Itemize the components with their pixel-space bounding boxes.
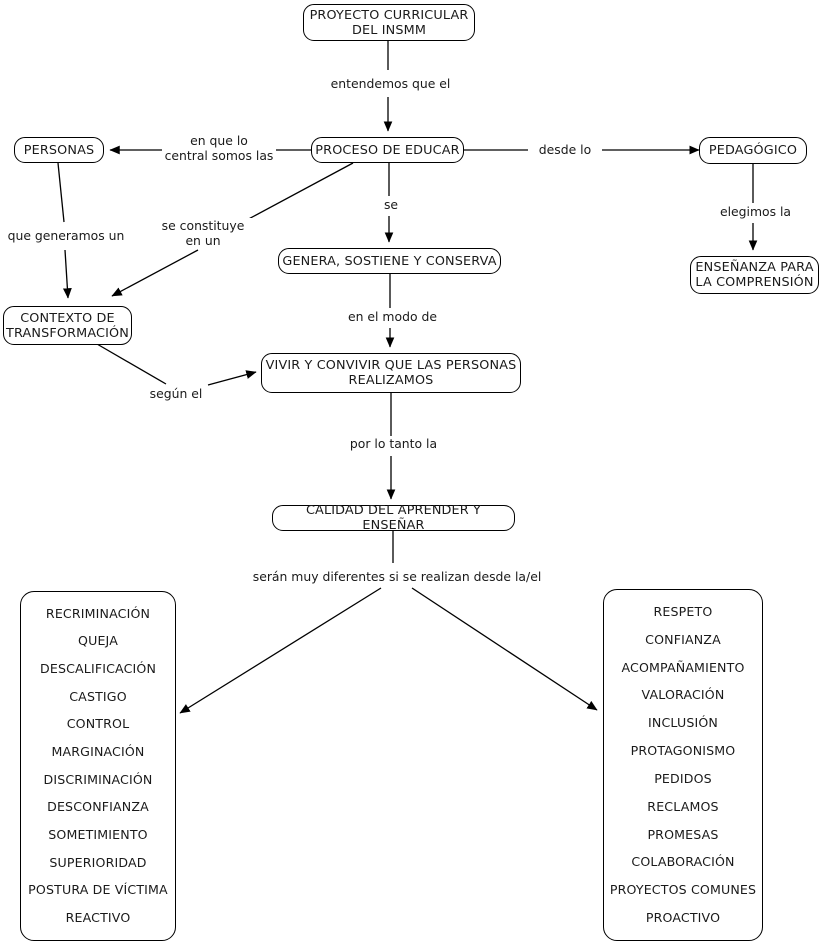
list-item: QUEJA [78, 633, 118, 649]
link-label-que-generamos-un: que generamos un [0, 228, 132, 243]
link-label-desde-lo: desde lo [528, 142, 602, 157]
link-label-entendemos-que-el: entendemos que el [311, 76, 470, 91]
list-item: ACOMPAÑAMIENTO [621, 659, 745, 675]
list-item: INCLUSIÓN [648, 715, 718, 731]
list-item: POSTURA DE VÍCTIMA [28, 882, 168, 898]
link-label-se: se [371, 197, 411, 212]
edge-calidad-to-positive-list [411, 587, 598, 711]
node-label: CONTEXTO DE TRANSFORMACIÓN [6, 310, 129, 341]
list-item: RESPETO [653, 603, 713, 619]
node-pedagogico[interactable]: PEDAGÓGICO [699, 137, 807, 164]
list-item: PROYECTOS COMUNES [609, 882, 757, 898]
list-item: PROMESAS [647, 826, 719, 842]
edge-contexto-to-vivir-a [96, 343, 167, 385]
node-proceso-de-educar[interactable]: PROCESO DE EDUCAR [311, 137, 464, 163]
link-label-seran-muy-diferentes: serán muy diferentes si se realizan desd… [245, 569, 549, 584]
list-item: DISCRIMINACIÓN [43, 771, 153, 787]
list-item: DESCONFIANZA [47, 799, 149, 815]
edge-personas-to-contexto-b [62, 249, 72, 299]
link-label-elegimos-la: elegimos la [706, 204, 805, 219]
list-item: PEDIDOS [654, 770, 712, 786]
edge-contexto-to-vivir-b [207, 370, 257, 386]
node-genera-sostiene-conserva[interactable]: GENERA, SOSTIENE Y CONSERVA [278, 248, 501, 274]
list-item: CONTROL [66, 716, 130, 732]
edge-proceso-to-contexto-a [242, 162, 354, 223]
node-label: ENSEÑANZA PARA LA COMPRENSIÓN [695, 260, 814, 290]
link-label-segun-el: según el [140, 386, 212, 401]
list-item: CONFIANZA [645, 631, 721, 647]
node-label: VIVIR Y CONVIVIR QUE LAS PERSONAS REALIZ… [265, 358, 517, 388]
node-vivir-y-convivir[interactable]: VIVIR Y CONVIVIR QUE LAS PERSONAS REALIZ… [261, 353, 521, 393]
link-label-en-el-modo-de: en el modo de [334, 309, 451, 324]
list-item: RECLAMOS [647, 798, 719, 814]
node-personas[interactable]: PERSONAS [14, 137, 104, 163]
link-label-por-lo-tanto-la: por lo tanto la [334, 436, 453, 451]
list-item: PROACTIVO [645, 910, 721, 926]
list-item: SOMETIMIENTO [48, 827, 148, 843]
node-label: PROYECTO CURRICULAR DEL INSMM [309, 7, 469, 38]
edge-proceso-to-contexto-b [111, 249, 199, 297]
list-item: DESCALIFICACIÓN [39, 661, 157, 677]
negative-attitudes-list[interactable]: RECRIMINACIÓN QUEJA DESCALIFICACIÓN CAST… [20, 591, 176, 941]
node-contexto-de-transformacion[interactable]: CONTEXTO DE TRANSFORMACIÓN [3, 306, 132, 345]
link-label-se-constituye-en-un: se constituye en un [154, 218, 252, 248]
list-item: RECRIMINACIÓN [45, 605, 151, 621]
positive-attitudes-list[interactable]: RESPETO CONFIANZA ACOMPAÑAMIENTO VALORAC… [603, 589, 763, 941]
edge-personas-to-contexto-a [57, 162, 65, 223]
node-label: PROCESO DE EDUCAR [315, 142, 460, 158]
node-label: PERSONAS [23, 142, 95, 158]
list-item: REACTIVO [65, 910, 131, 926]
list-item: PROTAGONISMO [630, 743, 736, 759]
list-item: VALORACIÓN [641, 687, 725, 703]
list-item: MARGINACIÓN [51, 744, 145, 760]
edge-calidad-to-negative-list [179, 587, 382, 714]
list-item: SUPERIORIDAD [49, 854, 147, 870]
node-label: PEDAGÓGICO [708, 143, 798, 158]
link-label-en-que-lo-central-somos-las: en que lo central somos las [162, 133, 276, 163]
node-label: CALIDAD DEL APRENDER Y ENSEÑAR [305, 503, 482, 533]
node-label: GENERA, SOSTIENE Y CONSERVA [282, 253, 497, 269]
node-ensenanza-para-la-comprension[interactable]: ENSEÑANZA PARA LA COMPRENSIÓN [690, 256, 819, 294]
list-item: COLABORACIÓN [631, 854, 735, 870]
node-proyecto-curricular[interactable]: PROYECTO CURRICULAR DEL INSMM [303, 4, 475, 41]
node-calidad-del-aprender-y-ensenar[interactable]: CALIDAD DEL APRENDER Y ENSEÑAR [272, 503, 515, 533]
list-item: CASTIGO [69, 688, 127, 704]
